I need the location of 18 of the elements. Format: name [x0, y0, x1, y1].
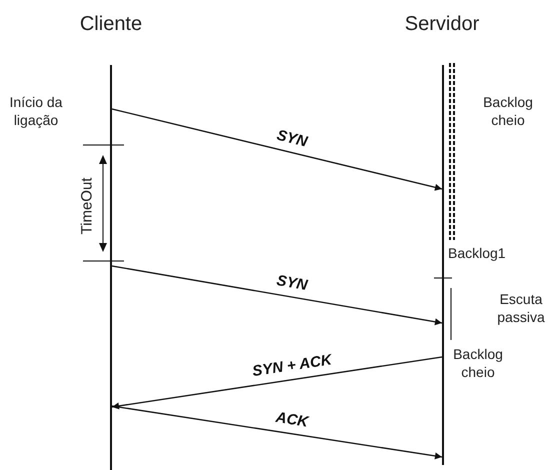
edge-label: ACK: [274, 408, 310, 431]
lifeline-heading: Servidor: [404, 12, 480, 37]
edge-label: SYN: [275, 272, 309, 294]
time-label: TimeOut: [78, 178, 96, 234]
arrow: [112, 265, 442, 326]
arrow: [112, 108, 442, 191]
arrow: [112, 405, 442, 460]
arrow: [112, 356, 442, 410]
edge-label: SYN + ACK: [251, 351, 333, 380]
note-text: Backlog cheio: [482, 94, 534, 129]
note-text: Início da ligação: [8, 94, 64, 129]
lifeline: [110, 65, 112, 470]
note-text: Backlog cheio: [452, 346, 504, 381]
note-text: Backlog1: [448, 245, 507, 262]
lifeline-heading: Cliente: [78, 12, 144, 37]
note-text: Escuta passiva: [496, 291, 546, 326]
edge-label: SYN: [275, 126, 309, 151]
lifeline: [442, 65, 444, 465]
